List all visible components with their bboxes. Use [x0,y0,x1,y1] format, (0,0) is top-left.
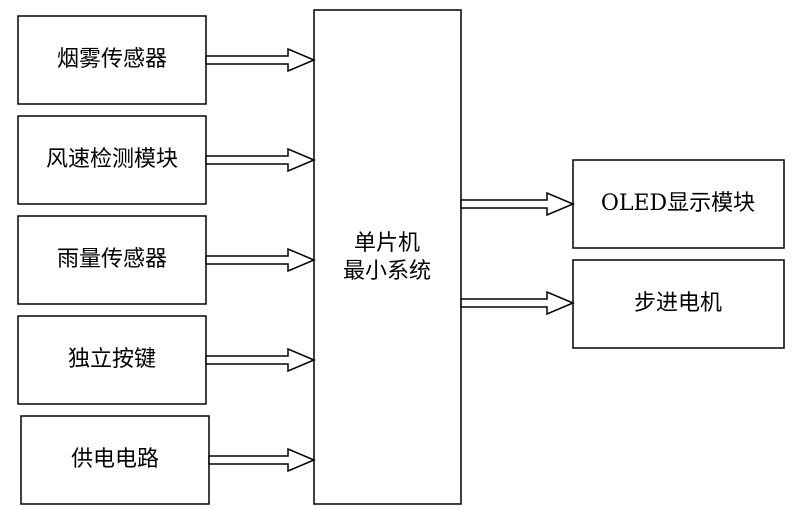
input-block-power: 供电电路 [20,415,210,505]
output-block-oled: OLED显示模块 [572,159,785,249]
arrow-power-to-mcu [208,447,316,473]
arrow-wind-to-mcu [205,147,316,173]
arrow-buttons-to-mcu [205,347,316,373]
input-block-smoke-sensor: 烟雾传感器 [17,15,207,105]
arrow-smoke-to-mcu [205,47,316,73]
input-label-rain-sensor: 雨量传感器 [57,247,167,272]
arrow-mcu-to-stepper [460,290,575,316]
output-label-stepper-motor: 步进电机 [634,291,722,316]
output-block-stepper-motor: 步进电机 [572,259,785,349]
mcu-label-line2: 最小系统 [343,259,431,284]
input-label-power: 供电电路 [71,447,159,472]
input-block-wind-speed: 风速检测模块 [17,115,207,205]
input-label-buttons: 独立按键 [68,347,156,372]
output-label-oled: OLED显示模块 [601,191,755,216]
mcu-block: 单片机 最小系统 [313,9,462,505]
arrow-rain-to-mcu [205,247,316,273]
arrow-mcu-to-oled [460,191,575,217]
input-label-smoke-sensor: 烟雾传感器 [57,47,167,72]
input-block-buttons: 独立按键 [17,315,207,405]
input-block-rain-sensor: 雨量传感器 [17,215,207,305]
mcu-label-line1: 单片机 [354,231,420,256]
input-label-wind-speed: 风速检测模块 [46,147,178,172]
